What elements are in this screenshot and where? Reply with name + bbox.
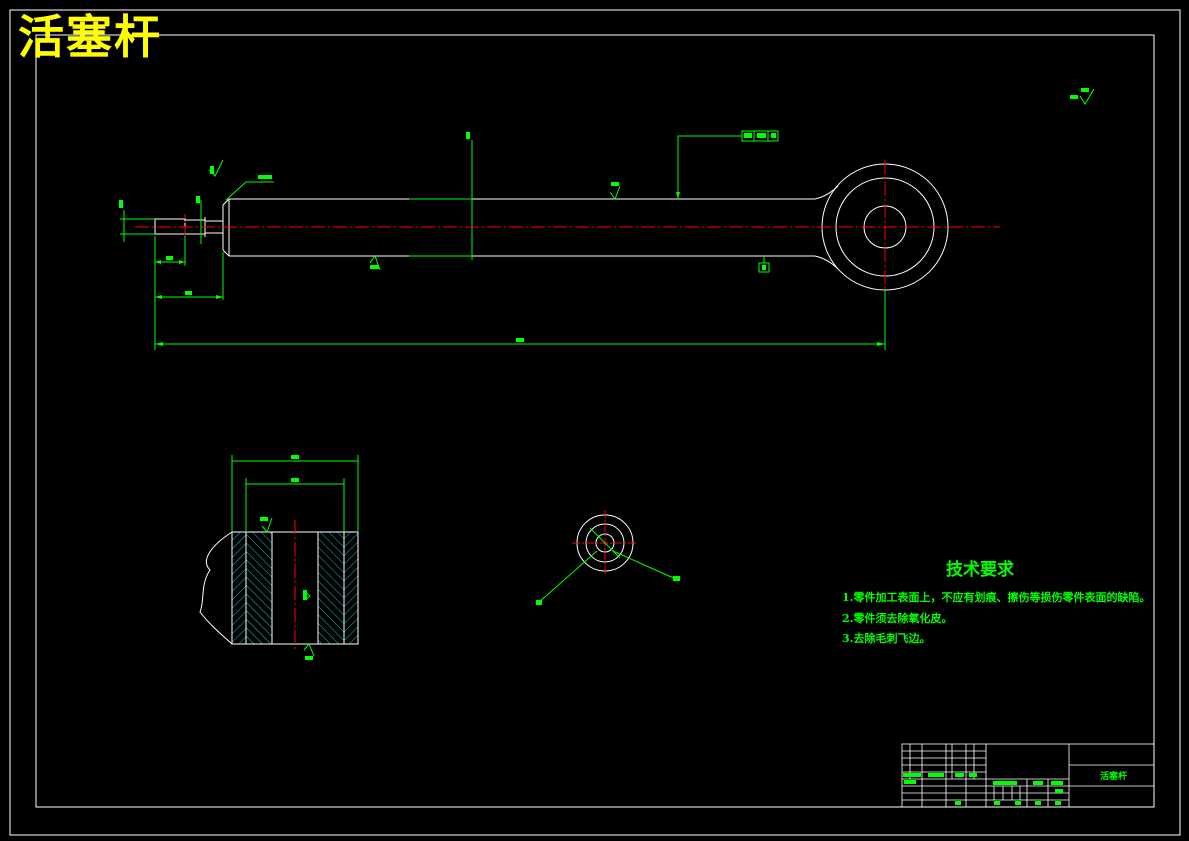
tech-requirements-heading: 技术要求	[946, 560, 1014, 580]
tech-requirement-item: 1.零件加工表面上，不应有划痕、擦伤等损伤零件表面的缺陷。	[842, 591, 1151, 604]
tech-requirement-item: 3.去除毛刺飞边。	[842, 632, 931, 645]
tech-requirement-item: 2.零件须去除氧化皮。	[842, 612, 953, 625]
rod-section-marks	[409, 140, 473, 260]
centerlines	[135, 160, 1000, 295]
drawing-title: 活塞杆	[18, 10, 162, 64]
arrowheads	[155, 192, 885, 346]
inner-frame	[35, 34, 1155, 808]
bushing-section-view	[199, 455, 359, 660]
title-block-text-marks	[903, 773, 1063, 805]
end-view	[536, 510, 680, 605]
outer-frame	[9, 9, 1181, 836]
dimension-text-marks	[119, 88, 1089, 342]
main-view-dimensions	[120, 88, 1095, 350]
title-block-part-name: 活塞杆	[1100, 772, 1128, 782]
